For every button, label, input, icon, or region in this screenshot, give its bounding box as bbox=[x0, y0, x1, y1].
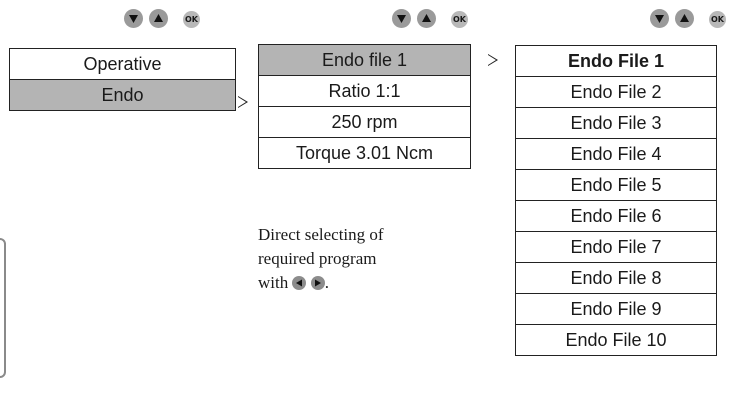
note-line-1: Direct selecting of bbox=[258, 225, 384, 244]
ok-button[interactable]: OK bbox=[183, 11, 200, 28]
setting-endo-file[interactable]: Endo file 1 bbox=[259, 45, 470, 76]
settings-menu: Endo file 1 Ratio 1:1 250 rpm Torque 3.0… bbox=[258, 44, 471, 169]
instruction-note: Direct selecting of required program wit… bbox=[258, 223, 458, 295]
device-edge bbox=[0, 238, 6, 378]
right-arrow-icon bbox=[310, 276, 325, 290]
note-line-3-prefix: with bbox=[258, 273, 289, 292]
menu-item-endo[interactable]: Endo bbox=[10, 80, 235, 111]
down-triangle-icon[interactable] bbox=[650, 9, 669, 28]
note-line-3-suffix: . bbox=[324, 273, 329, 292]
left-arrow-icon bbox=[292, 276, 307, 290]
file-item[interactable]: Endo File 1 bbox=[516, 46, 716, 77]
endo-files-menu: Endo File 1 Endo File 2 Endo File 3 Endo… bbox=[515, 45, 717, 356]
note-line-2: required program bbox=[258, 249, 377, 268]
down-triangle-icon[interactable] bbox=[392, 9, 411, 28]
setting-speed[interactable]: 250 rpm bbox=[259, 107, 470, 138]
ok-button[interactable]: OK bbox=[709, 11, 726, 28]
up-triangle-icon[interactable] bbox=[417, 9, 436, 28]
note-line-3: with . bbox=[258, 271, 458, 295]
file-item[interactable]: Endo File 5 bbox=[516, 170, 716, 201]
up-triangle-icon[interactable] bbox=[675, 9, 694, 28]
file-item[interactable]: Endo File 9 bbox=[516, 294, 716, 325]
setting-torque[interactable]: Torque 3.01 Ncm bbox=[259, 138, 470, 169]
file-item[interactable]: Endo File 4 bbox=[516, 139, 716, 170]
menu-item-operative[interactable]: Operative bbox=[10, 49, 235, 80]
file-item[interactable]: Endo File 8 bbox=[516, 263, 716, 294]
file-item[interactable]: Endo File 2 bbox=[516, 77, 716, 108]
ok-button[interactable]: OK bbox=[451, 11, 468, 28]
submenu-arrow-icon bbox=[238, 96, 248, 108]
main-menu: Operative Endo bbox=[9, 48, 236, 111]
file-item[interactable]: Endo File 7 bbox=[516, 232, 716, 263]
up-triangle-icon[interactable] bbox=[149, 9, 168, 28]
file-item[interactable]: Endo File 3 bbox=[516, 108, 716, 139]
file-item[interactable]: Endo File 6 bbox=[516, 201, 716, 232]
file-item[interactable]: Endo File 10 bbox=[516, 325, 716, 356]
down-triangle-icon[interactable] bbox=[124, 9, 143, 28]
setting-ratio[interactable]: Ratio 1:1 bbox=[259, 76, 470, 107]
submenu-arrow-icon bbox=[488, 54, 498, 66]
